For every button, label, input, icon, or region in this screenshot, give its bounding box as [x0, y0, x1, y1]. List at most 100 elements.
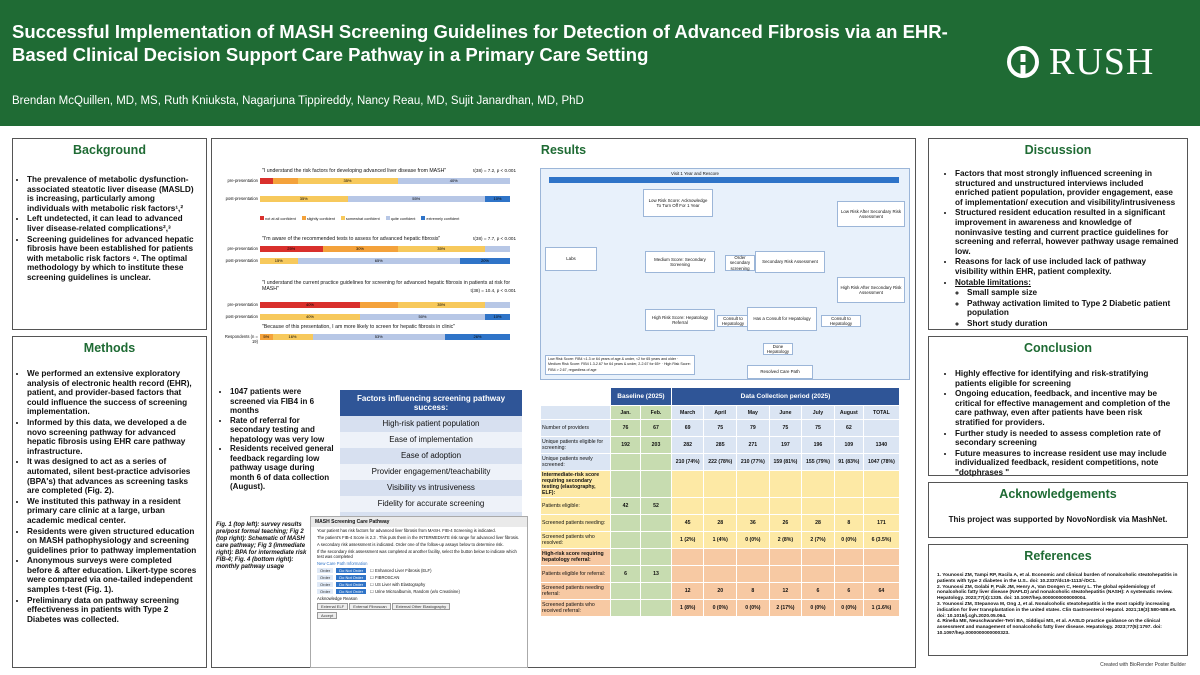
ehr-do-not-order-button[interactable]: Do Not Order [336, 589, 367, 594]
table-cell [862, 497, 901, 515]
table-cell [703, 497, 738, 515]
ehr-do-not-order-button[interactable]: Do Not Order [336, 568, 367, 573]
table-cell: 28 [801, 514, 835, 532]
poster-header: Successful Implementation of MASH Screen… [0, 0, 1200, 126]
table-cell: 159 (81%) [768, 453, 803, 471]
table-cell [862, 419, 901, 437]
table-cell [640, 453, 672, 471]
factor-item: Fidelity for accurate screening [340, 496, 522, 512]
ehr-accept-button[interactable]: Accept [317, 612, 338, 619]
table-cell [736, 470, 770, 498]
table-cell [736, 497, 770, 515]
ehr-external-fibroscan-button[interactable]: External Fibroscan [349, 603, 391, 610]
flow-high-risk: High Risk Score: Hepatology Referral [645, 309, 715, 331]
table-cell [801, 470, 835, 498]
discussion-sub-bullet: Small sample size [967, 288, 1179, 298]
table-cell [862, 470, 901, 498]
table-row-label: Patients eligible: [540, 497, 611, 515]
table-cell: 109 [833, 436, 864, 454]
survey-row-label: post-presentation [225, 258, 258, 263]
survey-bar-segment: 55% [347, 196, 485, 202]
poster-authors: Brendan McQuillen, MD, MS, Ruth Kniuksta… [12, 95, 584, 107]
ehr-order-button[interactable]: Order [317, 589, 334, 594]
methods-bullet: We instituted this pathway in a resident… [27, 497, 198, 526]
survey-row-label: pre-presentation [227, 178, 259, 183]
table-month-header: June [768, 405, 803, 420]
ehr-order-button[interactable]: Order [317, 568, 334, 573]
figure-caption: Fig. 1 (top left): survey results pre/po… [216, 522, 307, 570]
ehr-order-checkbox[interactable]: ☐ [370, 589, 375, 594]
ehr-do-not-order-button[interactable]: Do Not Order [336, 575, 367, 580]
table-cell [833, 497, 864, 515]
survey-question: "I understand the risk factors for devel… [262, 168, 447, 174]
table-month-header: Feb. [640, 405, 672, 420]
ehr-ack-label: Acknowledge Reason [317, 596, 358, 601]
legend-item: extremely confident [421, 216, 459, 221]
table-cell: 12 [670, 582, 705, 600]
conclusion-bullet: Future measures to increase resident use… [955, 449, 1179, 478]
table-cell [801, 497, 835, 515]
table-row-label: Number of providers [540, 419, 611, 437]
references-panel: References 1. Younossi ZM, Tampi RP, Rac… [928, 544, 1188, 656]
ehr-order-label: Enhanced Liver Fibrosis (ELF) [374, 568, 432, 573]
survey-bar-segment: 35% [397, 302, 485, 308]
table-cell [736, 565, 770, 583]
table-cell: 0 (0%) [736, 599, 770, 617]
discussion-bullet: Factors that most strongly influenced sc… [955, 169, 1179, 207]
table-cell: 203 [640, 436, 672, 454]
survey-bar-segment: 15% [260, 258, 298, 264]
results-stats-list: 1047 patients were screened via FIB4 in … [218, 387, 336, 492]
survey-bar-segment [360, 302, 398, 308]
ehr-external-elf-button[interactable]: External ELF [317, 603, 349, 610]
background-panel: Background The prevalence of metabolic d… [12, 138, 207, 330]
table-cell: 62 [833, 419, 864, 437]
table-cell [768, 548, 803, 566]
table-row-label: Screened patients who resolved: [540, 531, 611, 549]
survey-bar-segment: 40% [260, 302, 360, 308]
conclusion-bullet: Ongoing education, feedback, and incenti… [955, 389, 1179, 427]
legend-item: somewhat confident [340, 216, 380, 221]
acknowledgements-title: Acknowledgements [999, 487, 1117, 501]
background-bullet: Left undetected, it can lead to advanced… [27, 214, 198, 233]
legend-item: not at all confident [260, 216, 296, 221]
flow-low-after: Low Risk After Secondary Risk Assessment [837, 201, 905, 227]
flow-high-after: High Risk After Secondary Risk Assessmen… [837, 277, 905, 303]
ehr-order-button[interactable]: Order [317, 582, 334, 587]
survey-bar-segment: 40% [260, 314, 360, 320]
ehr-line: The patient's FIB-4 Score is 2.3 . This … [317, 535, 520, 540]
table-cell: 45 [670, 514, 705, 532]
rush-logo: RUSH [1005, 40, 1154, 84]
ehr-order-checkbox[interactable]: ☐ [370, 575, 375, 580]
survey-bar-segment: 65% [297, 258, 460, 264]
table-cell: 28 [703, 514, 738, 532]
conclusion-list: Highly effective for identifying and ris… [929, 369, 1187, 478]
ehr-order-checkbox[interactable]: ☐ [370, 582, 375, 587]
survey-chart: "I understand the risk factors for devel… [218, 168, 518, 358]
table-cell: 36 [736, 514, 770, 532]
survey-question: "I'm aware of the recommended tests to a… [262, 236, 441, 242]
table-cell: 285 [703, 436, 738, 454]
ehr-order-button[interactable]: Order [317, 575, 334, 580]
table-cell: 0 (0%) [801, 599, 835, 617]
table-cell [609, 548, 642, 566]
poster-title: Successful Implementation of MASH Screen… [12, 21, 948, 65]
table-cell [703, 565, 738, 583]
table-cell [703, 548, 738, 566]
background-list: The prevalence of metabolic dysfunction-… [13, 175, 206, 283]
table-cell: 1047 (78%) [862, 453, 901, 471]
methods-bullet: Preliminary data on pathway screening ef… [27, 596, 198, 625]
background-title: Background [73, 143, 146, 157]
table-cell [862, 548, 901, 566]
table-cell [670, 470, 705, 498]
table-cell [862, 565, 901, 583]
ehr-do-not-order-button[interactable]: Do Not Order [336, 582, 367, 587]
table-cell [833, 548, 864, 566]
ehr-external-other-button[interactable]: External Other Elastography [391, 603, 451, 610]
table-cell [609, 514, 642, 532]
survey-bar-segment: 30% [322, 246, 398, 252]
biorender-credit: Created with BioRender Poster Builder [1100, 662, 1186, 668]
survey-bar-segment [260, 178, 273, 184]
ehr-order-checkbox[interactable]: ☐ [370, 568, 375, 573]
